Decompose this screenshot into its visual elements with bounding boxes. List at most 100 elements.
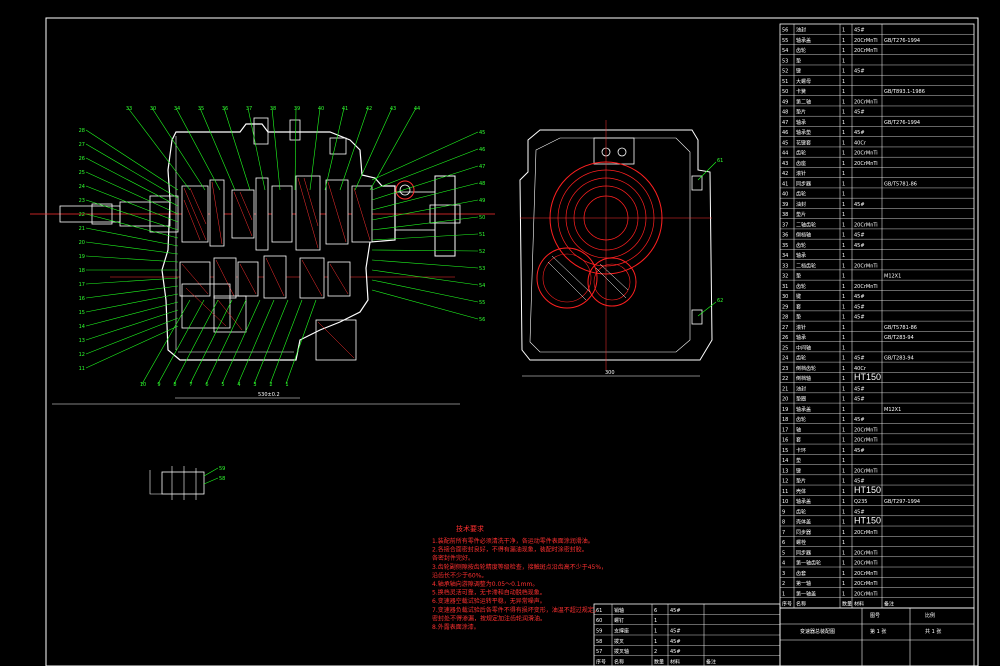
bom-cell-qty: 1 [842, 509, 845, 515]
callout-callouts_bottom-0: 10 [140, 382, 146, 388]
bom-cell-no: 18 [782, 417, 788, 423]
bom-cell-no: 41 [782, 181, 788, 187]
note-line: 5.换档灵活可靠，无卡滞和自动脱档现象。 [432, 589, 546, 597]
bom-cell-name: 第一轴 [796, 580, 811, 587]
callout-callouts_top-2: 34 [174, 106, 180, 112]
bom-cell-material: 20CrMnTi [854, 263, 878, 269]
notes-title: 技术要求 [456, 524, 484, 533]
callout-callouts_left-13: 15 [79, 310, 85, 316]
bom-cell-no: 39 [782, 202, 788, 208]
bom-cell-qty: 1 [842, 243, 845, 249]
bom-small-cell-qty: 1 [654, 629, 657, 635]
note-line: 3.齿轮副侧隙按齿轮精度等级检查，接触斑点沿齿高不少于45%， [432, 563, 607, 571]
title-row1-right: 比例 [925, 612, 935, 619]
callout-callouts_right-7: 52 [479, 249, 485, 255]
bom-cell-name: 第一轴齿轮 [796, 560, 821, 567]
bom-cell-qty: 1 [842, 171, 845, 177]
bom-cell-qty: 1 [842, 48, 845, 54]
bom-cell-qty: 1 [842, 110, 845, 116]
bom-cell-name: 第一轴盖 [796, 590, 816, 597]
bom-small-cell-name: 销轴 [614, 607, 624, 614]
bom-cell-no: 53 [782, 58, 788, 64]
bom-cell-no: 16 [782, 438, 788, 444]
bom-cell-no: 22 [782, 376, 788, 382]
bom-cell-name: 倒档轴 [796, 375, 811, 382]
bom-cell-qty: 1 [842, 89, 845, 95]
bom-cell-qty: 1 [842, 345, 845, 351]
callout-callouts_left-12: 16 [79, 296, 85, 302]
bom-cell-material: HT150 [854, 485, 881, 495]
sheet-border [45, 17, 979, 666]
bom-cell-material: 45# [854, 294, 865, 300]
callout-callouts_top-5: 37 [246, 106, 252, 112]
bom-cell-no: 42 [782, 171, 788, 177]
bom-cell-name: 键 [796, 293, 801, 300]
bom-cell-material: 45# [854, 130, 865, 136]
side-width-dim: 300 [605, 370, 615, 376]
bom-cell-material: 20CrMnTi [854, 222, 878, 228]
bom-cell-name: 齿轮 [796, 191, 806, 198]
callout-callouts_bottom-9: 1 [285, 382, 288, 388]
bom-cell-qty: 1 [842, 520, 845, 526]
bom-cell-name: 轴承盖 [796, 406, 811, 413]
bom-cell-name: 中间轴 [796, 344, 811, 351]
bom-cell-no: 51 [782, 79, 788, 85]
bom-cell-name: 齿轮 [796, 150, 806, 157]
bom-cell-name: 齿座 [796, 160, 806, 167]
bom-cell-no: 34 [782, 253, 788, 259]
bom-cell-qty: 1 [842, 540, 845, 546]
bom-cell-qty: 1 [842, 499, 845, 505]
bom-cell-qty: 1 [842, 571, 845, 577]
bom-cell-name: 轴承垫 [796, 129, 811, 136]
bom-cell-name: 二档齿轮 [796, 262, 816, 269]
callout-callouts_bottom-6: 4 [237, 382, 240, 388]
bom-cell-no: 17 [782, 427, 788, 433]
bom-cell-qty: 1 [842, 304, 845, 310]
callout-callouts_left-11: 17 [79, 282, 85, 288]
bom-cell-material: HT150 [854, 516, 881, 526]
callout-callouts_left-1: 27 [79, 142, 85, 148]
bom-cell-qty: 1 [842, 202, 845, 208]
callout-callouts_top-6: 38 [270, 106, 276, 112]
bom-cell-name: 垫片 [796, 109, 806, 116]
bom-cell-qty: 1 [842, 366, 845, 372]
callout-callouts_top-9: 41 [342, 106, 348, 112]
bom-small-cell-no: 59 [596, 629, 602, 635]
bom-small-cell-no: 57 [596, 649, 602, 655]
bom-cell-no: 4 [782, 561, 785, 567]
callout-callouts_left-6: 22 [79, 212, 85, 218]
bom-cell-qty: 1 [842, 417, 845, 423]
bom-cell-name: 齿轮 [796, 416, 806, 423]
callout-callouts_left-0: 28 [79, 128, 85, 134]
bom-cell-name: 大螺母 [796, 78, 811, 85]
callout-callouts_left-15: 13 [79, 338, 85, 344]
callout-callouts_left-9: 19 [79, 254, 85, 260]
bom-small-cell-no: 58 [596, 639, 602, 645]
bom-cell-name: 二轴齿轮 [796, 221, 816, 228]
bom-cell-qty: 1 [842, 222, 845, 228]
callout-callouts_left-3: 25 [79, 170, 85, 176]
bom-cell-no: 27 [782, 325, 788, 331]
callout-callouts_bottom-8: 2 [269, 382, 272, 388]
bom-cell-name: 齿轮 [796, 355, 806, 362]
bom-cell-material: 45# [854, 202, 865, 208]
